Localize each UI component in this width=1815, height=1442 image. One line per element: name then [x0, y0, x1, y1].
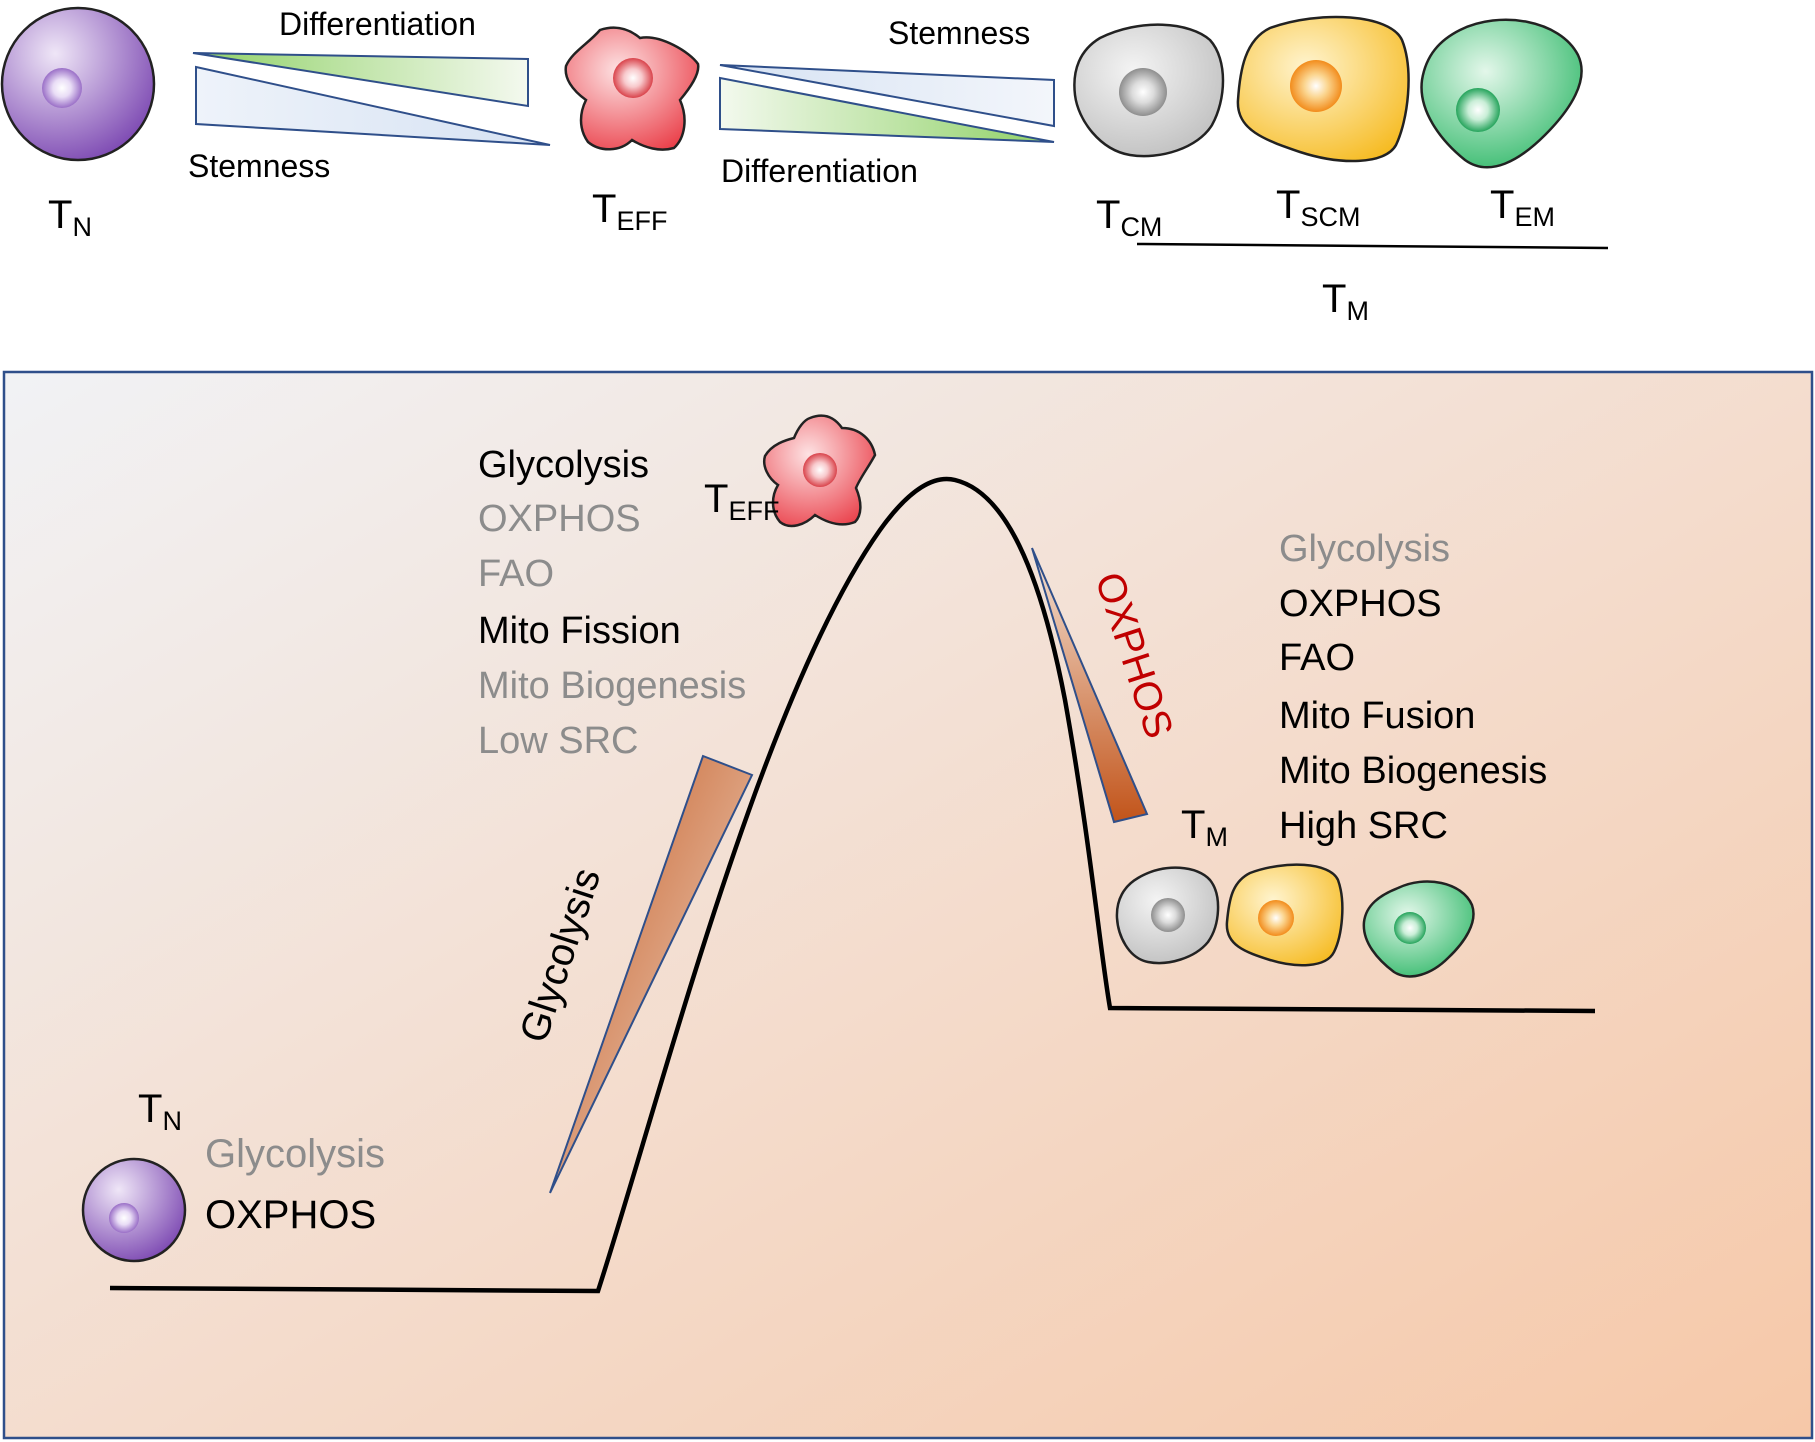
wedge2-bottom-label: Differentiation [721, 153, 918, 189]
central-memory-cell-bottom [1115, 866, 1220, 965]
effector-item: Low SRC [478, 720, 639, 762]
effector-memory-cell-top [1420, 18, 1583, 169]
top-differentiation-scheme: TN Differentiation Stemness TEFF Stemnes… [0, 6, 1609, 326]
memory-item: Mito Biogenesis [1279, 750, 1547, 792]
tn-label-bottom: TN [138, 1087, 182, 1136]
tscm-label-top: TSCM [1276, 183, 1360, 232]
stem-cell-memory-cell-top [1236, 15, 1410, 163]
central-memory-cell-top [1073, 23, 1225, 158]
energy-landscape-curve [109, 476, 1596, 1294]
tcm-label-top: TCM [1096, 193, 1162, 242]
memory-item: Mito Fusion [1279, 695, 1475, 737]
effector-metabolic-list: Glycolysis OXPHOS FAO Mito Fission Mito … [478, 444, 746, 762]
memory-item: Glycolysis [1279, 528, 1450, 570]
stemness-wedge-2 [719, 64, 1055, 128]
tm-label-top: TM [1322, 277, 1369, 326]
wedge1-bottom-label: Stemness [188, 148, 330, 184]
panel-background [2, 370, 1814, 1440]
effector-item: OXPHOS [478, 498, 641, 540]
teff-label-bottom: TEFF [704, 477, 779, 526]
tm-label-bottom: TM [1181, 803, 1228, 852]
tem-label-top: TEM [1490, 183, 1555, 232]
stemness-wedge-1 [195, 65, 551, 146]
effector-item: Mito Biogenesis [478, 665, 746, 707]
naive-cell-bottom [81, 1157, 187, 1263]
naive-oxphos: OXPHOS [205, 1193, 376, 1237]
memory-metabolic-list: Glycolysis OXPHOS FAO Mito Fusion Mito B… [1279, 528, 1547, 847]
effector-cell-bottom [763, 414, 877, 528]
differentiation-wedge-2 [719, 76, 1055, 143]
effector-memory-cell-bottom [1362, 880, 1475, 978]
memory-item: High SRC [1279, 805, 1448, 847]
differentiation-wedge-1 [192, 52, 529, 108]
naive-glycolysis: Glycolysis [205, 1132, 385, 1176]
teff-label-top: TEFF [592, 187, 667, 236]
memory-group-underline [1136, 242, 1609, 250]
stem-cell-memory-cell-bottom [1225, 863, 1344, 967]
effector-item: Glycolysis [478, 444, 649, 486]
wedge1-top-label: Differentiation [279, 6, 476, 42]
oxphos-increase-wedge [1031, 547, 1149, 824]
wedge2-top-label: Stemness [888, 15, 1030, 51]
tn-label-top: TN [48, 193, 92, 242]
memory-item: FAO [1279, 637, 1355, 679]
naive-cell-top [0, 6, 156, 162]
memory-item: OXPHOS [1279, 583, 1442, 625]
effector-cell-top [564, 26, 700, 151]
glycolysis-increase-wedge [549, 754, 754, 1194]
effector-item: FAO [478, 553, 554, 595]
metabolic-panel: Glycolysis OXPHOS TN Glycolysis OXPHOS T… [2, 370, 1814, 1440]
effector-item: Mito Fission [478, 610, 681, 652]
